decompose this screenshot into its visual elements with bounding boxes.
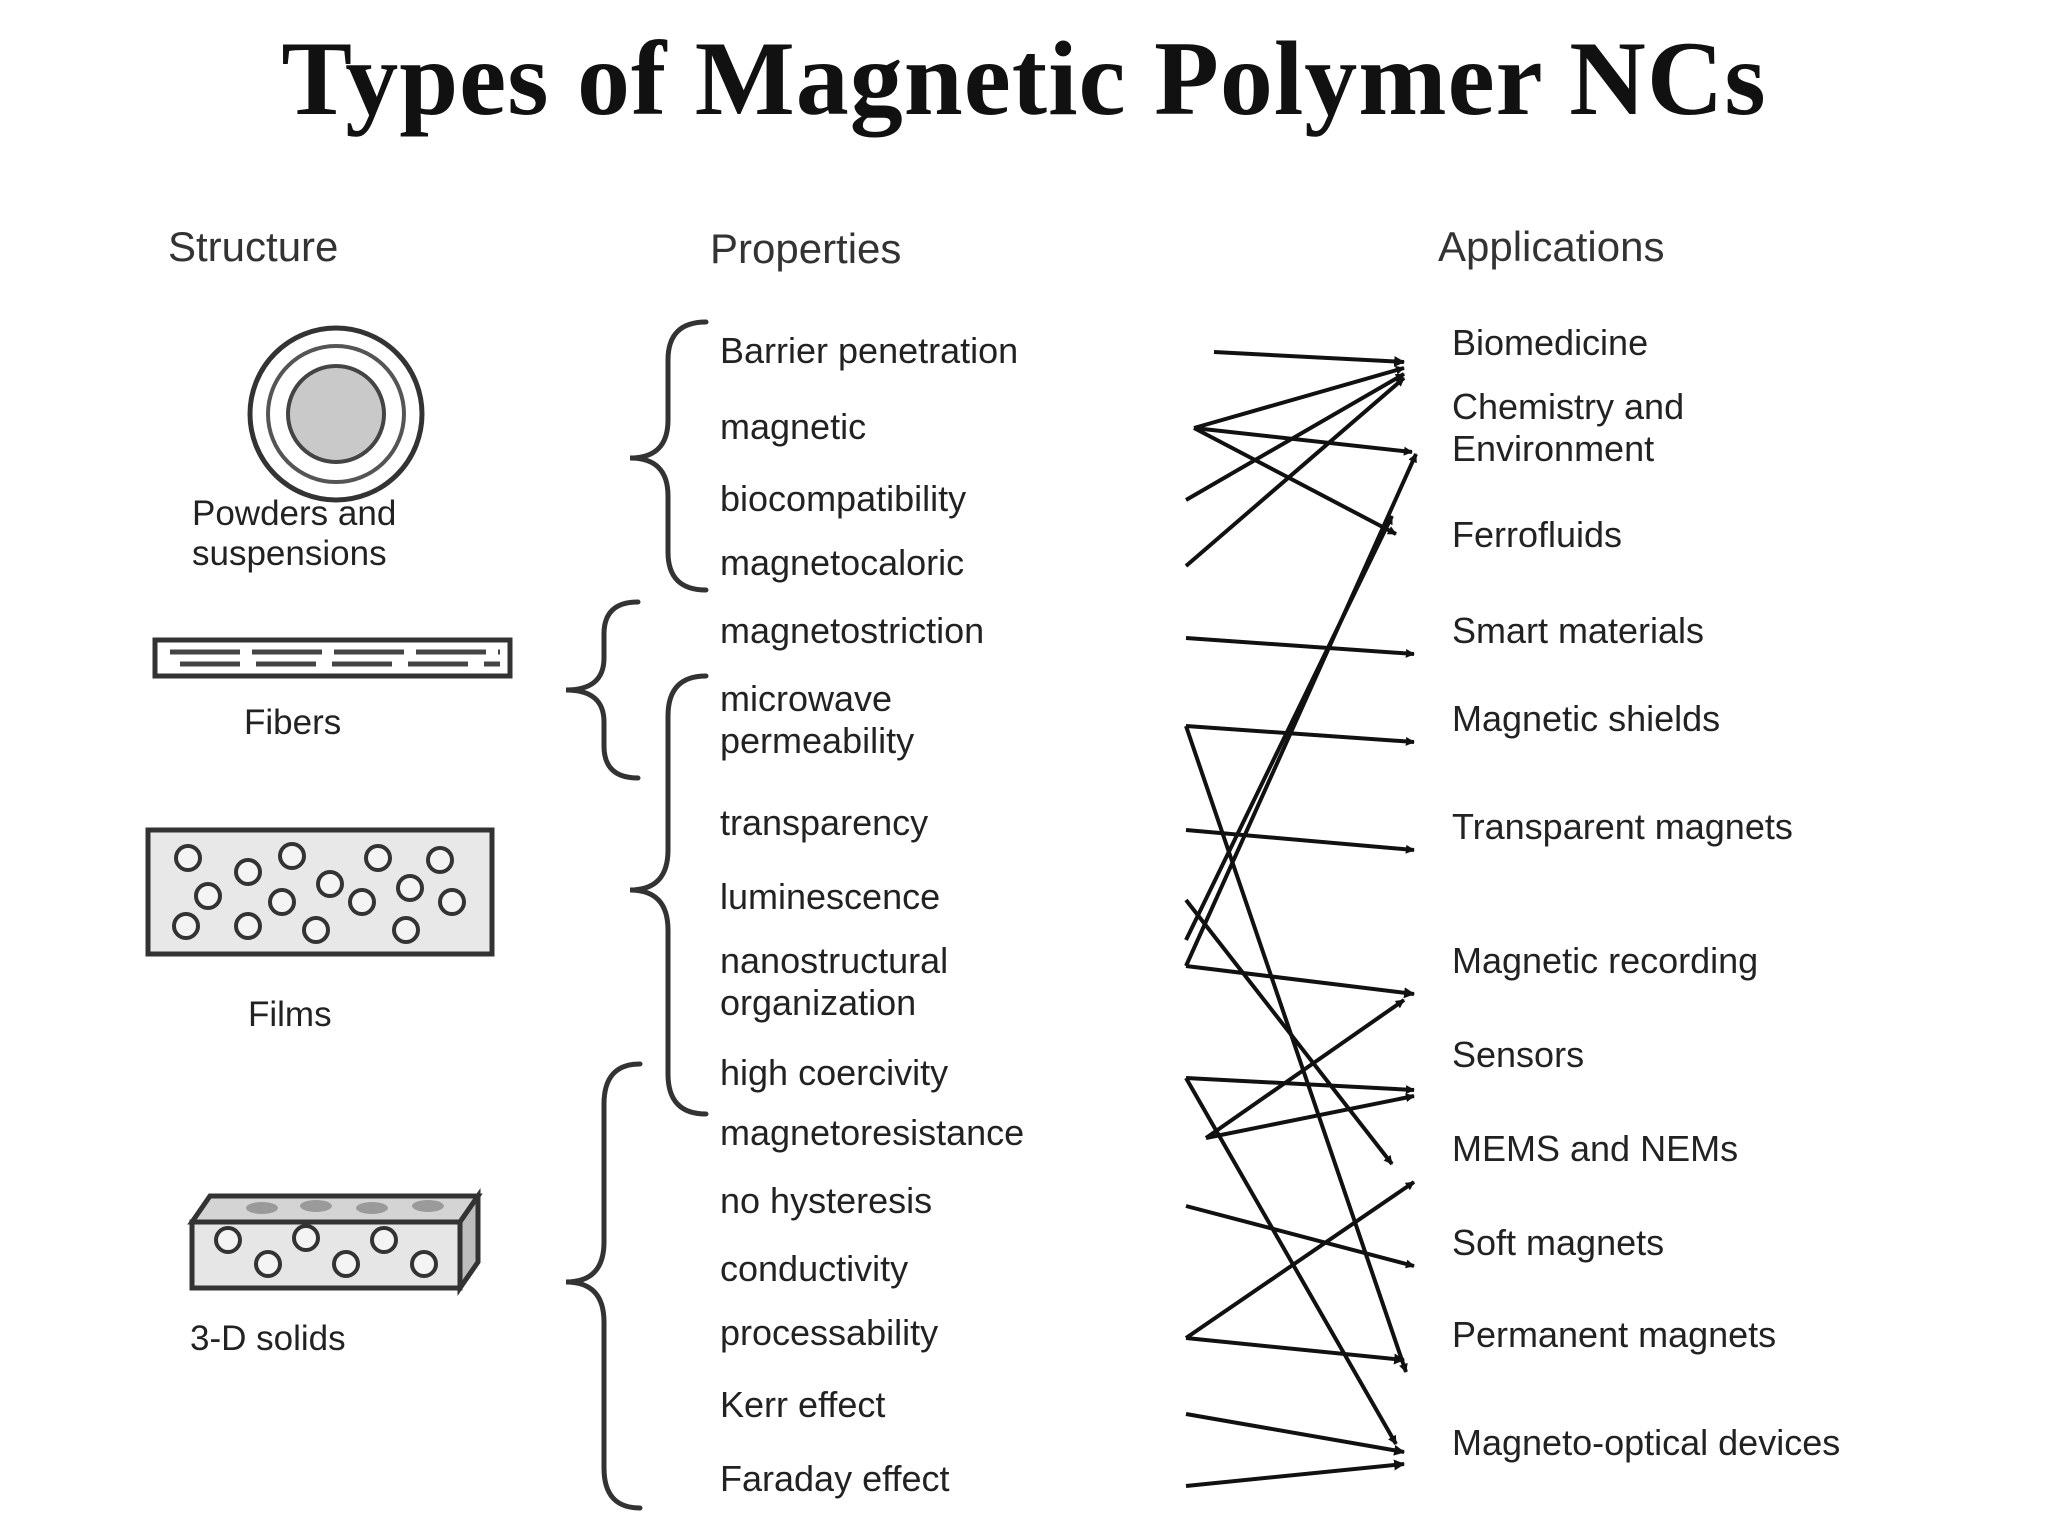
arrow-magnetic-biomedicine — [1193, 365, 1405, 430]
property-microwave-permeability: microwave permeability — [720, 678, 914, 762]
property-nanostructural-organization: nanostructural organization — [720, 940, 948, 1024]
fiber-icon — [152, 637, 513, 679]
diagram-title: Types of Magnetic Polymer NCs — [281, 20, 1767, 137]
header-applications: Applications — [1438, 223, 1665, 270]
application-chemistry-line2: Environment — [1452, 428, 1655, 469]
structure-label-powders: Powders and suspensions — [192, 494, 396, 574]
application-mems-nems: MEMS and NEMs — [1452, 1128, 1739, 1169]
application-permanent-magnets: Permanent magnets — [1452, 1314, 1777, 1355]
property-nanostructural-line2: organization — [720, 982, 917, 1023]
application-soft-magnets: Soft magnets — [1452, 1222, 1665, 1263]
property-biocompatibility: biocompatibility — [720, 478, 967, 519]
property-no-hysteresis: no hysteresis — [720, 1180, 933, 1221]
application-magnetic-shields: Magnetic shields — [1452, 698, 1721, 739]
powder-particle-icon — [247, 325, 425, 503]
film-icon — [145, 827, 495, 957]
structure-label-films: Films — [248, 995, 332, 1034]
property-conductivity: conductivity — [720, 1248, 909, 1289]
property-magnetic: magnetic — [720, 406, 867, 447]
arrow-coercivity-magneto-optical — [1184, 1077, 1398, 1445]
arrow-nanostructural-chemistry — [1184, 453, 1418, 967]
property-microwave-line2: permeability — [720, 720, 915, 761]
property-nanostructural-line1: nanostructural — [720, 940, 949, 981]
application-ferrofluids: Ferrofluids — [1452, 514, 1623, 555]
arrow-faraday-magneto-optical — [1185, 1459, 1406, 1488]
application-magneto-optical-devices: Magneto-optical devices — [1452, 1422, 1841, 1463]
structure-label-powders-line2: suspensions — [192, 534, 387, 573]
application-transparent-magnets: Transparent magnets — [1452, 806, 1793, 847]
application-chemistry-environment: Chemistry and Environment — [1452, 386, 1684, 470]
arrow-processability-mems — [1184, 1180, 1416, 1340]
arrow-magnetostriction-smart — [1185, 636, 1415, 658]
property-processability: processability — [720, 1312, 939, 1353]
structure-label-solids: 3-D solids — [190, 1319, 346, 1358]
brace-films — [629, 673, 709, 1117]
arrow-nanostructural-mems — [1184, 898, 1394, 1166]
property-transparency: transparency — [720, 802, 929, 843]
arrow-magnetoresistance-sensors — [1205, 1093, 1415, 1140]
arrow-microwave-permanent — [1184, 725, 1408, 1373]
arrow-processability-permanent — [1185, 1336, 1406, 1365]
arrow-coercivity-sensors — [1185, 1076, 1415, 1095]
structure-label-powders-line1: Powders and — [192, 494, 397, 533]
property-faraday-effect: Faraday effect — [720, 1458, 950, 1499]
application-smart-materials: Smart materials — [1452, 610, 1705, 651]
header-structure: Structure — [168, 223, 339, 270]
brace-fibers — [565, 599, 641, 781]
solid-block-icon — [187, 1187, 483, 1297]
arrow-microwave-shields — [1185, 724, 1415, 746]
property-magnetostriction: magnetostriction — [720, 610, 985, 651]
property-high-coercivity: high coercivity — [720, 1052, 949, 1093]
property-microwave-line1: microwave — [720, 678, 893, 719]
arrow-magnetocaloric-biomedicine — [1184, 376, 1406, 568]
arrow-biocompat-biomedicine — [1184, 372, 1406, 502]
header-properties: Properties — [710, 225, 902, 272]
structure-label-fibers: Fibers — [244, 703, 342, 742]
property-magnetoresistance: magnetoresistance — [720, 1112, 1025, 1153]
brace-powders — [629, 319, 709, 593]
application-chemistry-line1: Chemistry and — [1452, 386, 1685, 427]
property-barrier-penetration: Barrier penetration — [720, 330, 1019, 371]
arrow-kerr-magneto-optical — [1185, 1412, 1406, 1456]
application-biomedicine: Biomedicine — [1452, 322, 1649, 363]
arrow-magnetic-chemistry — [1193, 426, 1413, 456]
application-sensors: Sensors — [1452, 1034, 1585, 1075]
arrow-nanostructural-ferrofluids — [1184, 515, 1394, 941]
arrow-transparency-transparent — [1185, 828, 1415, 854]
arrow-nanostructural-recording — [1185, 964, 1416, 999]
arrow-magnetic-ferrofluids — [1193, 426, 1397, 536]
property-luminescence: luminescence — [720, 876, 941, 917]
arrow-barrier-biomedicine — [1213, 350, 1406, 367]
application-magnetic-recording: Magnetic recording — [1452, 940, 1759, 981]
arrow-nohysteresis-soft — [1185, 1204, 1415, 1269]
brace-solids — [565, 1061, 643, 1511]
arrow-magnetoresistance-recording — [1204, 998, 1406, 1140]
property-magnetocaloric: magnetocaloric — [720, 542, 965, 583]
property-kerr-effect: Kerr effect — [720, 1384, 886, 1425]
